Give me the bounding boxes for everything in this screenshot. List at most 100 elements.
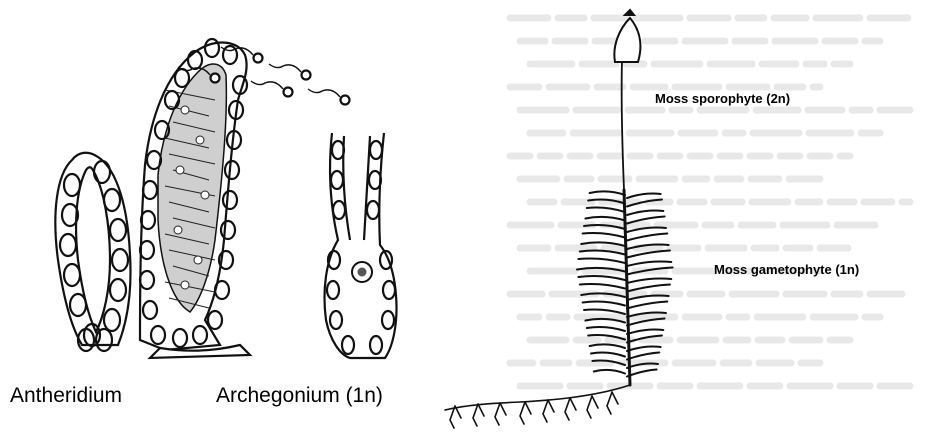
leaf (578, 276, 625, 280)
sperm-cell (174, 226, 182, 234)
leaf (592, 361, 625, 366)
cell (383, 281, 395, 299)
antheridium-main (140, 39, 350, 358)
leaf (577, 268, 625, 272)
rhizoid (565, 398, 576, 420)
leaf (627, 234, 667, 241)
leaf (627, 194, 661, 199)
leaf (583, 302, 625, 306)
cell (193, 326, 207, 344)
cell (173, 329, 187, 347)
rhizoid (520, 402, 531, 424)
cell (342, 336, 354, 354)
gametophyte-label: Moss gametophyte (1n) (714, 262, 859, 277)
sperm-cell (194, 256, 202, 264)
leaf (585, 217, 625, 221)
cell (332, 141, 344, 159)
leaf (587, 208, 625, 213)
cell (382, 311, 394, 329)
cell (104, 189, 120, 211)
leaf (581, 242, 625, 246)
sporophyte-label: Moss sporophyte (2n) (655, 91, 790, 106)
sperm-cell (201, 191, 209, 199)
cell (104, 309, 120, 331)
cell (221, 221, 235, 239)
leaf (588, 200, 625, 204)
cell (225, 161, 239, 179)
cell (70, 294, 86, 316)
leaf (584, 225, 625, 229)
leaf (583, 233, 625, 238)
antheridium-label: Antheridium (10, 384, 122, 408)
leaf (590, 344, 625, 348)
cell (331, 171, 343, 189)
leaf (581, 293, 625, 297)
cell (215, 281, 229, 299)
cell (60, 234, 76, 256)
cell (208, 311, 222, 329)
sperm (254, 54, 263, 63)
rhizoid (445, 385, 630, 410)
cell (223, 191, 237, 209)
rhizoid (473, 404, 484, 426)
leaf (590, 191, 625, 195)
cell (370, 336, 382, 354)
cell (141, 211, 155, 229)
cell (333, 201, 345, 219)
cell (188, 51, 202, 69)
leaf (580, 284, 625, 289)
leaf (627, 251, 670, 258)
leaf (627, 336, 662, 343)
sperm (341, 96, 350, 105)
leaf (627, 245, 669, 250)
rhizoid (495, 403, 506, 425)
leaf (627, 279, 671, 284)
cell (205, 39, 219, 57)
leaf (627, 268, 673, 275)
cell (64, 264, 80, 286)
cell (94, 161, 110, 183)
sperm-cell (181, 281, 189, 289)
sperm-cell (181, 106, 189, 114)
cell (175, 69, 189, 87)
cell (110, 279, 126, 301)
cell (112, 249, 128, 271)
antheridium-small-structure (55, 153, 130, 351)
leaf (627, 262, 671, 267)
leaf (578, 259, 625, 264)
sperm (211, 74, 220, 83)
archegonium-label: Archegonium (1n) (216, 384, 383, 408)
cell (367, 201, 379, 219)
leaf (627, 353, 659, 360)
leaf (627, 370, 657, 377)
leaf (591, 353, 625, 357)
leaf (627, 313, 666, 318)
leaf (587, 327, 625, 331)
archegonium (325, 133, 397, 358)
leaf (584, 310, 625, 315)
cell (110, 219, 126, 241)
leaf (588, 335, 625, 340)
rhizoid (607, 392, 618, 414)
leaf (627, 302, 667, 309)
cell (327, 281, 339, 299)
cell (330, 311, 342, 329)
leaf (627, 211, 663, 216)
leaf (627, 364, 658, 369)
cell (64, 174, 80, 196)
sperm-cell (176, 166, 184, 174)
leaf (627, 330, 663, 335)
leaf (585, 319, 625, 323)
leaf (627, 296, 669, 301)
leaf (627, 217, 665, 224)
cell (370, 141, 382, 159)
leaf (594, 370, 625, 374)
leaf (627, 228, 666, 233)
leaf (580, 251, 625, 255)
sperm-cell (196, 136, 204, 144)
sperm (302, 71, 311, 80)
cell (143, 301, 157, 319)
leaf (627, 347, 661, 352)
rhizoid (587, 396, 598, 418)
